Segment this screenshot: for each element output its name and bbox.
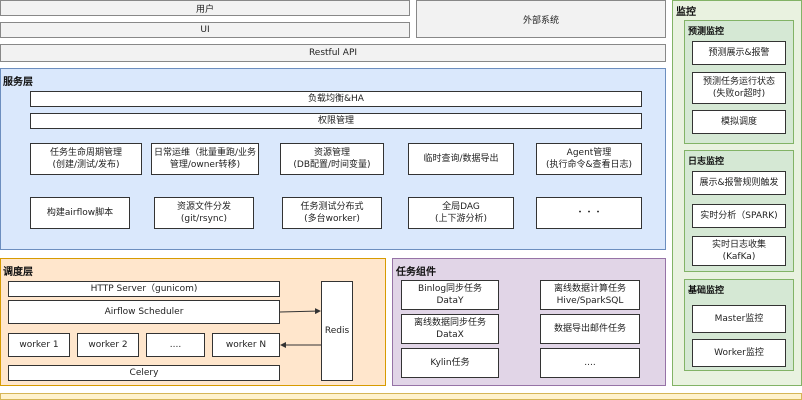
bottom-layer-strip	[0, 393, 802, 400]
task-components-title: 任务组件	[396, 267, 436, 278]
alarm-rule-box: 展示&报警规则触发	[692, 171, 786, 195]
task-export-mail-box: 数据导出邮件任务	[540, 314, 640, 344]
service-box-more: ・・・	[536, 197, 642, 229]
http-server-box: HTTP Server（gunicom)	[8, 281, 280, 297]
task-hive-box: 离线数据计算任务 Hive/SparkSQL	[540, 280, 640, 310]
service-box-agent: Agent管理 (执行命令&查看日志)	[536, 143, 642, 175]
worker-ellipsis-box: ....	[146, 333, 205, 357]
task-datax-box: 离线数据同步任务 DataX	[401, 314, 499, 344]
ui-bar: UI	[0, 22, 410, 38]
service-layer-title: 服务层	[3, 77, 33, 88]
service-box-test: 任务测试分布式 (多台worker)	[282, 197, 382, 229]
service-box-airflow-script: 构建airflow脚本	[30, 197, 130, 229]
load-balance-bar: 负载均衡&HA	[30, 91, 642, 107]
predict-monitor-title: 预测监控	[688, 27, 725, 37]
restful-api-bar: Restful API	[0, 44, 666, 62]
service-box-lifecycle: 任务生命周期管理 (创建/测试/发布)	[30, 143, 142, 175]
service-box-dag: 全局DAG (上下游分析)	[408, 197, 514, 229]
log-monitor-title: 日志监控	[688, 157, 725, 167]
task-kylin-box: Kylin任务	[401, 348, 499, 378]
master-monitor-box: Master监控	[692, 305, 786, 333]
predict-alarm-box: 预测展示&报警	[692, 41, 786, 65]
service-box-distribute: 资源文件分发 (git/rsync)	[154, 197, 254, 229]
scheduler-layer-title: 调度层	[3, 267, 33, 278]
monitor-title: 监控	[676, 7, 696, 18]
task-binlog-box: Binlog同步任务 DataY	[401, 280, 499, 310]
service-box-resource: 资源管理 (DB配置/时间变量)	[280, 143, 384, 175]
predict-status-box: 预测任务运行状态 (失败or超时)	[692, 72, 786, 104]
service-box-ops: 日常运维（批量重跑/业务 管理/owner转移)	[151, 143, 259, 175]
worker-n-box: worker N	[212, 333, 280, 357]
worker-monitor-box: Worker监控	[692, 339, 786, 367]
redis-box: Redis	[321, 281, 353, 381]
worker-2-box: worker 2	[77, 333, 139, 357]
realtime-spark-box: 实时分析（SPARK)	[692, 204, 786, 228]
kafka-collect-box: 实时日志收集 (KafKa)	[692, 236, 786, 266]
worker-1-box: worker 1	[8, 333, 70, 357]
base-monitor-title: 基础监控	[688, 286, 725, 296]
external-system-box: 外部系统	[416, 0, 666, 38]
service-box-query: 临时查询/数据导出	[408, 143, 514, 175]
task-more-box: ....	[540, 348, 640, 378]
auth-bar: 权限管理	[30, 113, 642, 129]
celery-box: Celery	[8, 365, 280, 381]
simulate-schedule-box: 模拟调度	[692, 110, 786, 134]
airflow-scheduler-box: Airflow Scheduler	[8, 300, 280, 324]
user-bar: 用户	[0, 0, 410, 16]
